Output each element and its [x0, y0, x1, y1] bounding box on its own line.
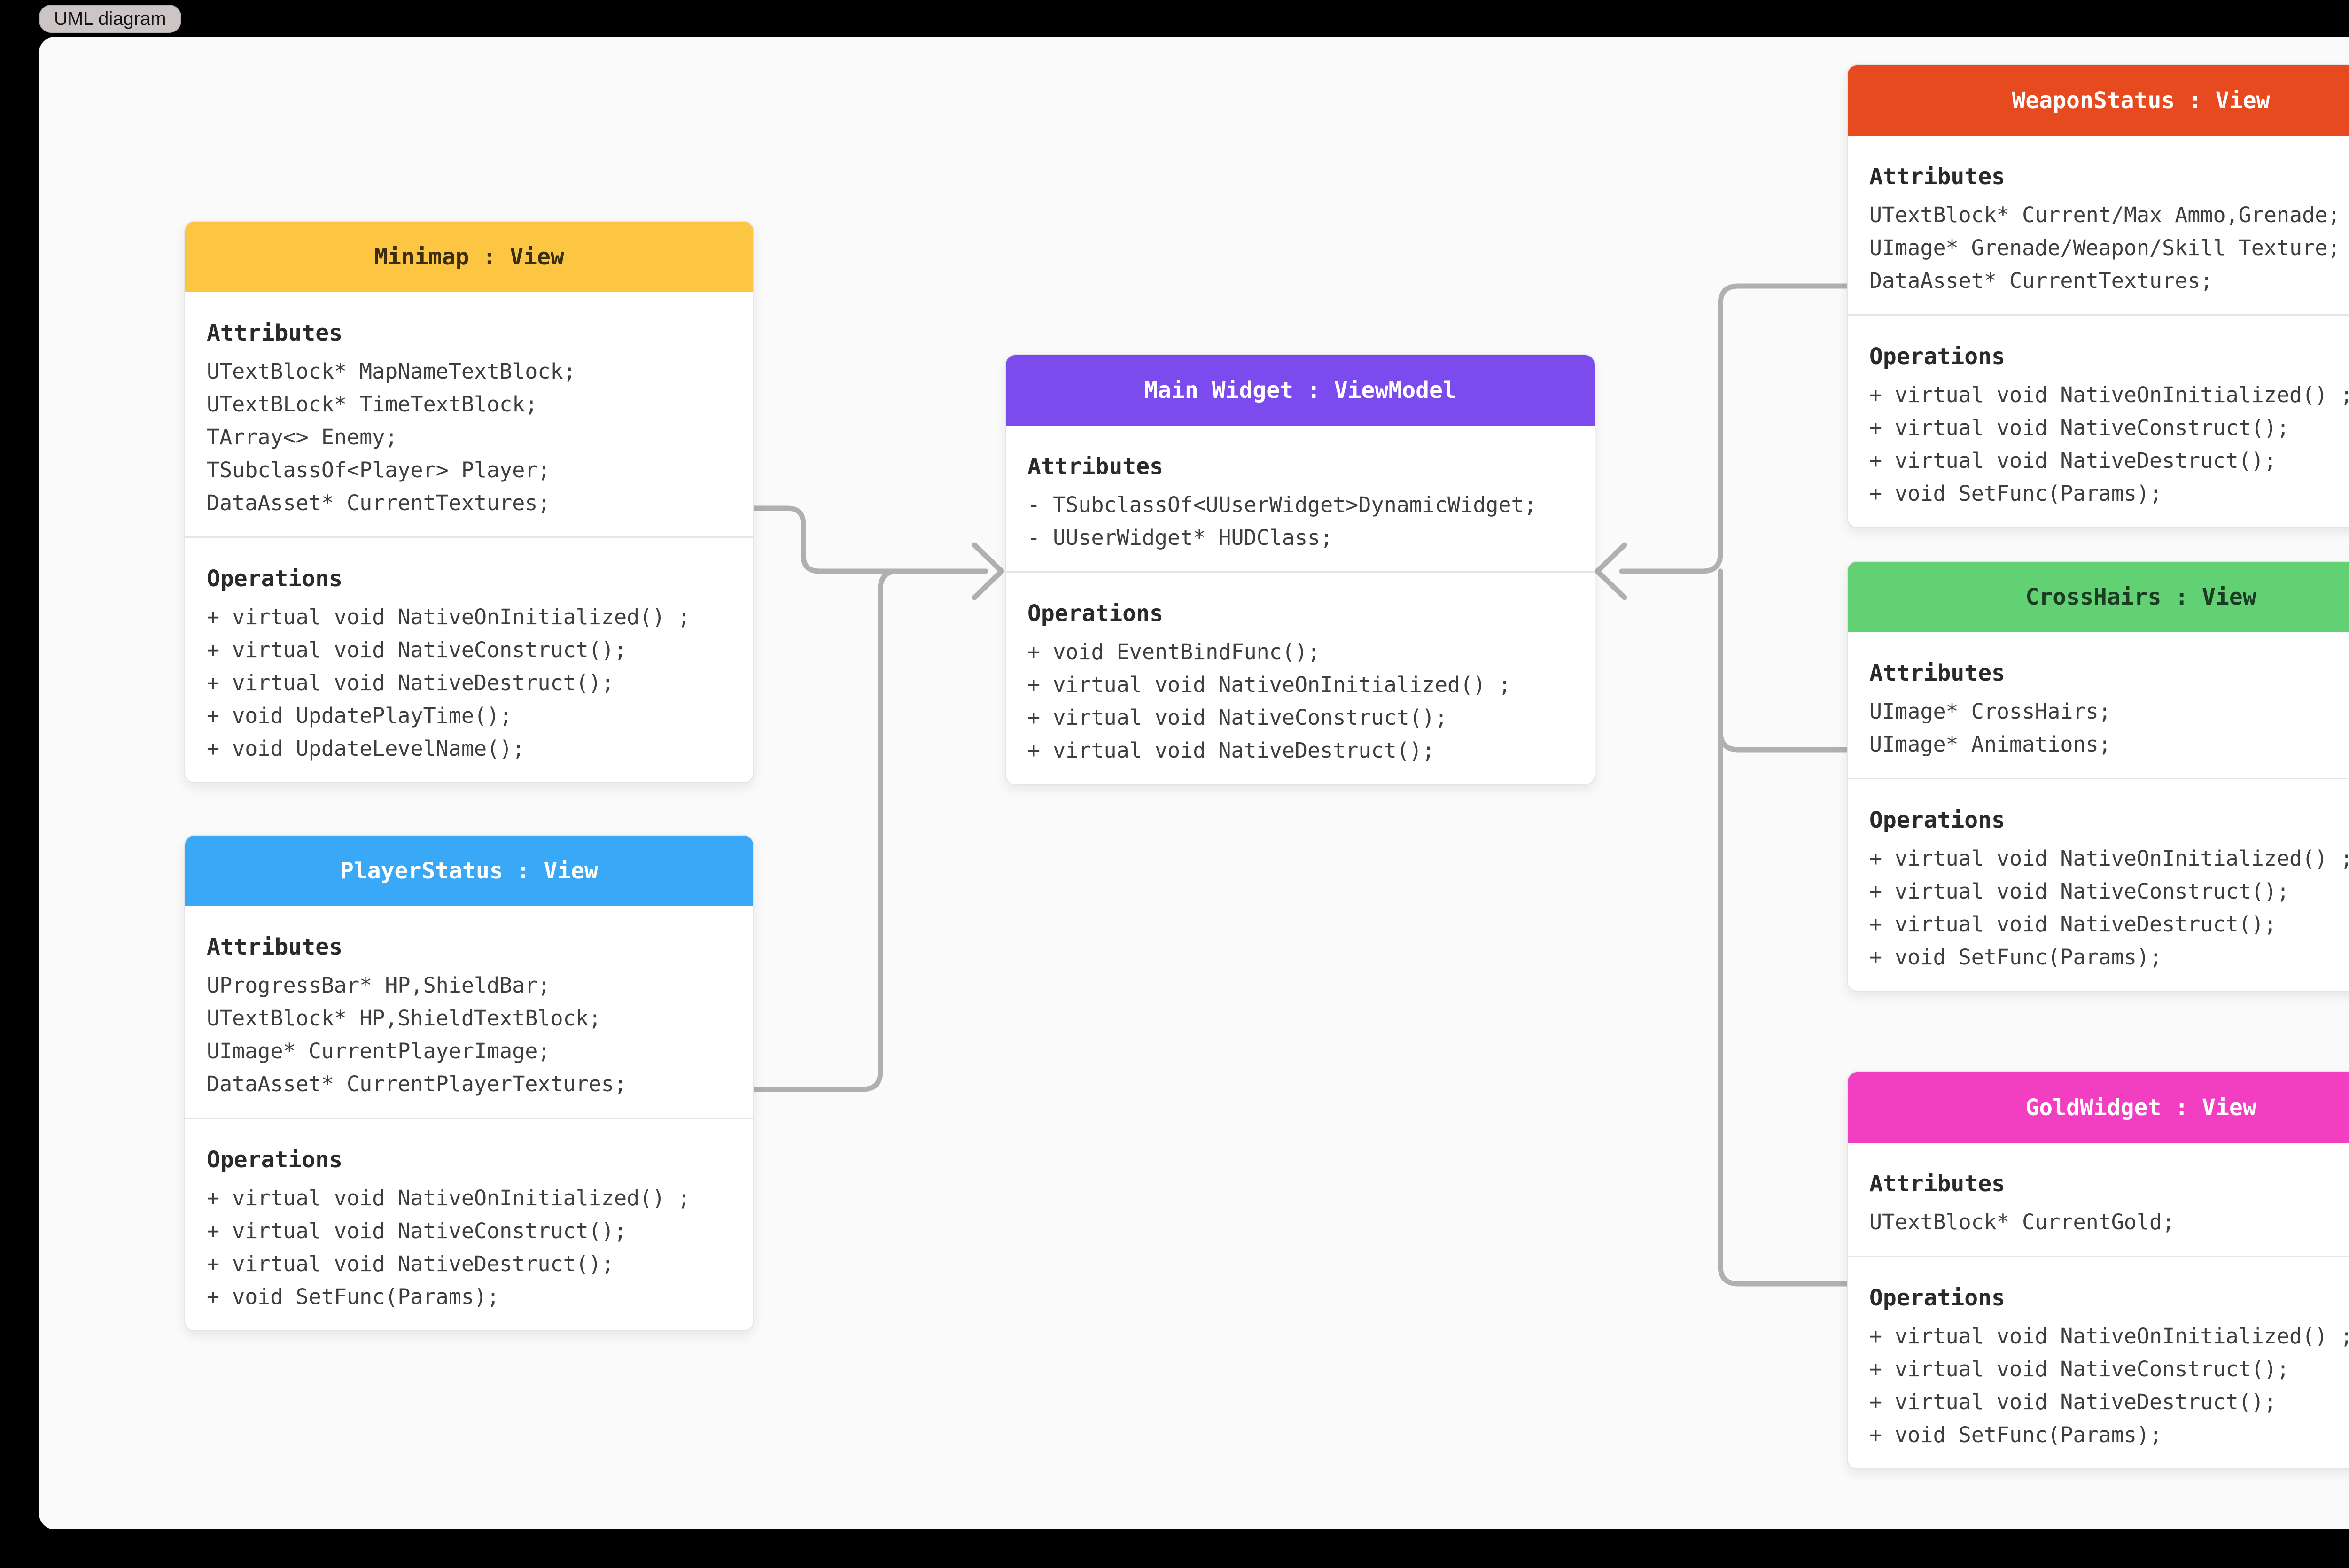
operation-line: + void SetFunc(Params);	[1869, 481, 2162, 506]
section-divider	[185, 536, 753, 538]
attributes-section: Attributes - TSubclassOf<UUserWidget>Dyn…	[1006, 426, 1595, 571]
operation-line: + virtual void NativeDestruct();	[207, 670, 614, 695]
class-box-mainwidget[interactable]: Main Widget : ViewModel Attributes - TSu…	[1005, 354, 1595, 785]
class-header-weaponstatus: WeaponStatus : View	[1848, 65, 2349, 136]
attribute-line: UTextBlock* HP,ShieldTextBlock;	[207, 1006, 601, 1031]
attributes-label: Attributes	[1869, 1171, 2005, 1197]
class-box-playerstatus[interactable]: PlayerStatus : View Attributes UProgress…	[184, 835, 754, 1331]
operations-label: Operations	[1869, 343, 2005, 370]
operation-line: + void UpdatePlayTime();	[207, 703, 513, 728]
operation-line: + virtual void NativeDestruct();	[207, 1251, 614, 1276]
attributes-section: Attributes UProgressBar* HP,ShieldBar; U…	[185, 906, 753, 1118]
operations-label: Operations	[1027, 600, 1163, 627]
operation-line: + void EventBindFunc();	[1027, 639, 1321, 664]
attributes-label: Attributes	[207, 320, 342, 346]
operation-line: + virtual void NativeConstruct();	[1869, 1357, 2290, 1382]
class-header-mainwidget: Main Widget : ViewModel	[1006, 355, 1595, 426]
attributes-section: Attributes UImage* CrossHairs; UImage* A…	[1848, 632, 2349, 778]
operation-line: + virtual void NativeOnInitialized() ;	[207, 605, 691, 629]
operations-label: Operations	[207, 1147, 342, 1173]
operation-line: + virtual void NativeOnInitialized() ;	[1869, 846, 2349, 871]
operations-label: Operations	[1869, 807, 2005, 833]
attribute-line: DataAsset* CurrentTextures;	[1869, 268, 2213, 293]
operations-section: Operations + virtual void NativeOnInitia…	[1848, 1257, 2349, 1468]
attribute-line: DataAsset* CurrentTextures;	[207, 490, 551, 515]
operation-line: + void SetFunc(Params);	[1869, 945, 2162, 970]
attribute-line: - TSubclassOf<UUserWidget>DynamicWidget;	[1027, 492, 1537, 517]
attribute-line: DataAsset* CurrentPlayerTextures;	[207, 1071, 627, 1096]
section-divider	[1848, 1256, 2349, 1257]
operation-line: + virtual void NativeDestruct();	[1027, 738, 1435, 763]
operation-line: + virtual void NativeDestruct();	[1869, 1389, 2277, 1414]
operations-section: Operations + void EventBindFunc(); + vir…	[1006, 573, 1595, 784]
class-header-goldwidget: GoldWidget : View	[1848, 1072, 2349, 1143]
operation-line: + void SetFunc(Params);	[207, 1284, 500, 1309]
operation-line: + virtual void NativeConstruct();	[207, 1219, 627, 1243]
operation-line: + virtual void NativeConstruct();	[207, 637, 627, 662]
class-box-minimap[interactable]: Minimap : View Attributes UTextBlock* Ma…	[184, 221, 754, 783]
attributes-label: Attributes	[207, 934, 342, 960]
class-box-weaponstatus[interactable]: WeaponStatus : View Attributes UTextBloc…	[1847, 64, 2349, 528]
attribute-line: UProgressBar* HP,ShieldBar;	[207, 973, 551, 998]
attribute-line: UImage* Grenade/Weapon/Skill Texture;	[1869, 235, 2341, 260]
section-divider	[185, 1118, 753, 1119]
section-divider	[1006, 571, 1595, 573]
attributes-label: Attributes	[1869, 163, 2005, 190]
attributes-section: Attributes UTextBlock* MapNameTextBlock;…	[185, 292, 753, 536]
operation-line: + virtual void NativeConstruct();	[1869, 415, 2290, 440]
attributes-section: Attributes UTextBlock* Current/Max Ammo,…	[1848, 136, 2349, 314]
class-box-goldwidget[interactable]: GoldWidget : View Attributes UTextBlock*…	[1847, 1071, 2349, 1469]
attributes-label: Attributes	[1869, 660, 2005, 686]
attribute-line: - UUserWidget* HUDClass;	[1027, 525, 1333, 550]
operation-line: + virtual void NativeOnInitialized() ;	[1869, 1324, 2349, 1349]
operation-line: + virtual void NativeOnInitialized() ;	[207, 1186, 691, 1211]
attribute-line: UImage* Animations;	[1869, 732, 2111, 757]
section-divider	[1848, 314, 2349, 316]
operations-section: Operations + virtual void NativeOnInitia…	[1848, 316, 2349, 527]
operations-label: Operations	[1869, 1285, 2005, 1311]
diagram-title-badge: UML diagram	[39, 5, 181, 33]
attributes-section: Attributes UTextBlock* CurrentGold;	[1848, 1143, 2349, 1256]
operation-line: + virtual void NativeDestruct();	[1869, 912, 2277, 937]
attribute-line: UImage* CurrentPlayerImage;	[207, 1039, 551, 1063]
operation-line: + virtual void NativeConstruct();	[1869, 879, 2290, 904]
attribute-line: UTextBlock* Current/Max Ammo,Grenade;	[1869, 202, 2341, 227]
attribute-line: UTextBLock* TimeTextBlock;	[207, 392, 538, 417]
operation-line: + void SetFunc(Params);	[1869, 1422, 2162, 1447]
class-header-minimap: Minimap : View	[185, 222, 753, 292]
attribute-line: UImage* CrossHairs;	[1869, 699, 2111, 724]
class-header-crosshairs: CrossHairs : View	[1848, 562, 2349, 632]
class-box-crosshairs[interactable]: CrossHairs : View Attributes UImage* Cro…	[1847, 561, 2349, 992]
operation-line: + virtual void NativeDestruct();	[1869, 448, 2277, 473]
operations-section: Operations + virtual void NativeOnInitia…	[185, 1119, 753, 1330]
attribute-line: UTextBlock* MapNameTextBlock;	[207, 359, 576, 384]
operation-line: + virtual void NativeOnInitialized() ;	[1869, 382, 2349, 407]
operation-line: + virtual void NativeConstruct();	[1027, 705, 1448, 730]
attribute-line: UTextBlock* CurrentGold;	[1869, 1210, 2175, 1234]
attribute-line: TArray<> Enemy;	[207, 425, 398, 450]
section-divider	[1848, 778, 2349, 779]
class-header-playerstatus: PlayerStatus : View	[185, 836, 753, 906]
operations-section: Operations + virtual void NativeOnInitia…	[185, 538, 753, 782]
attribute-line: TSubclassOf<Player> Player;	[207, 458, 551, 482]
operation-line: + virtual void NativeOnInitialized() ;	[1027, 672, 1511, 697]
attributes-label: Attributes	[1027, 453, 1163, 480]
operation-line: + void UpdateLevelName();	[207, 736, 525, 761]
operations-label: Operations	[207, 566, 342, 592]
operations-section: Operations + virtual void NativeOnInitia…	[1848, 779, 2349, 991]
